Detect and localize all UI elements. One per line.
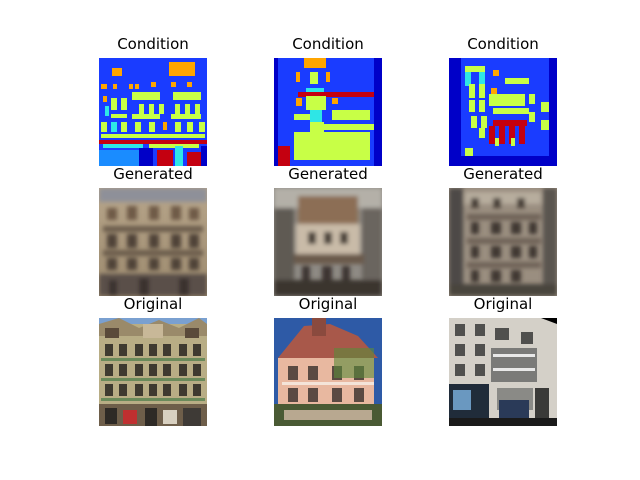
row-label-generated: Generated bbox=[113, 165, 193, 183]
row-label-original: Original bbox=[473, 295, 533, 313]
row-label-original: Original bbox=[298, 295, 358, 313]
row-label-condition: Condition bbox=[117, 35, 189, 53]
condition-map-2 bbox=[274, 58, 382, 166]
row-label-generated: Generated bbox=[288, 165, 368, 183]
condition-map-1 bbox=[99, 58, 207, 166]
original-photo-2 bbox=[274, 318, 382, 426]
row-label-condition: Condition bbox=[467, 35, 539, 53]
row-label-original: Original bbox=[123, 295, 183, 313]
row-label-generated: Generated bbox=[463, 165, 543, 183]
original-photo-1 bbox=[99, 318, 207, 426]
row-label-condition: Condition bbox=[292, 35, 364, 53]
original-photo-3 bbox=[449, 318, 557, 426]
condition-map-3 bbox=[449, 58, 557, 166]
generated-image-1 bbox=[99, 188, 207, 296]
generated-image-2 bbox=[274, 188, 382, 296]
generated-image-3 bbox=[449, 188, 557, 296]
